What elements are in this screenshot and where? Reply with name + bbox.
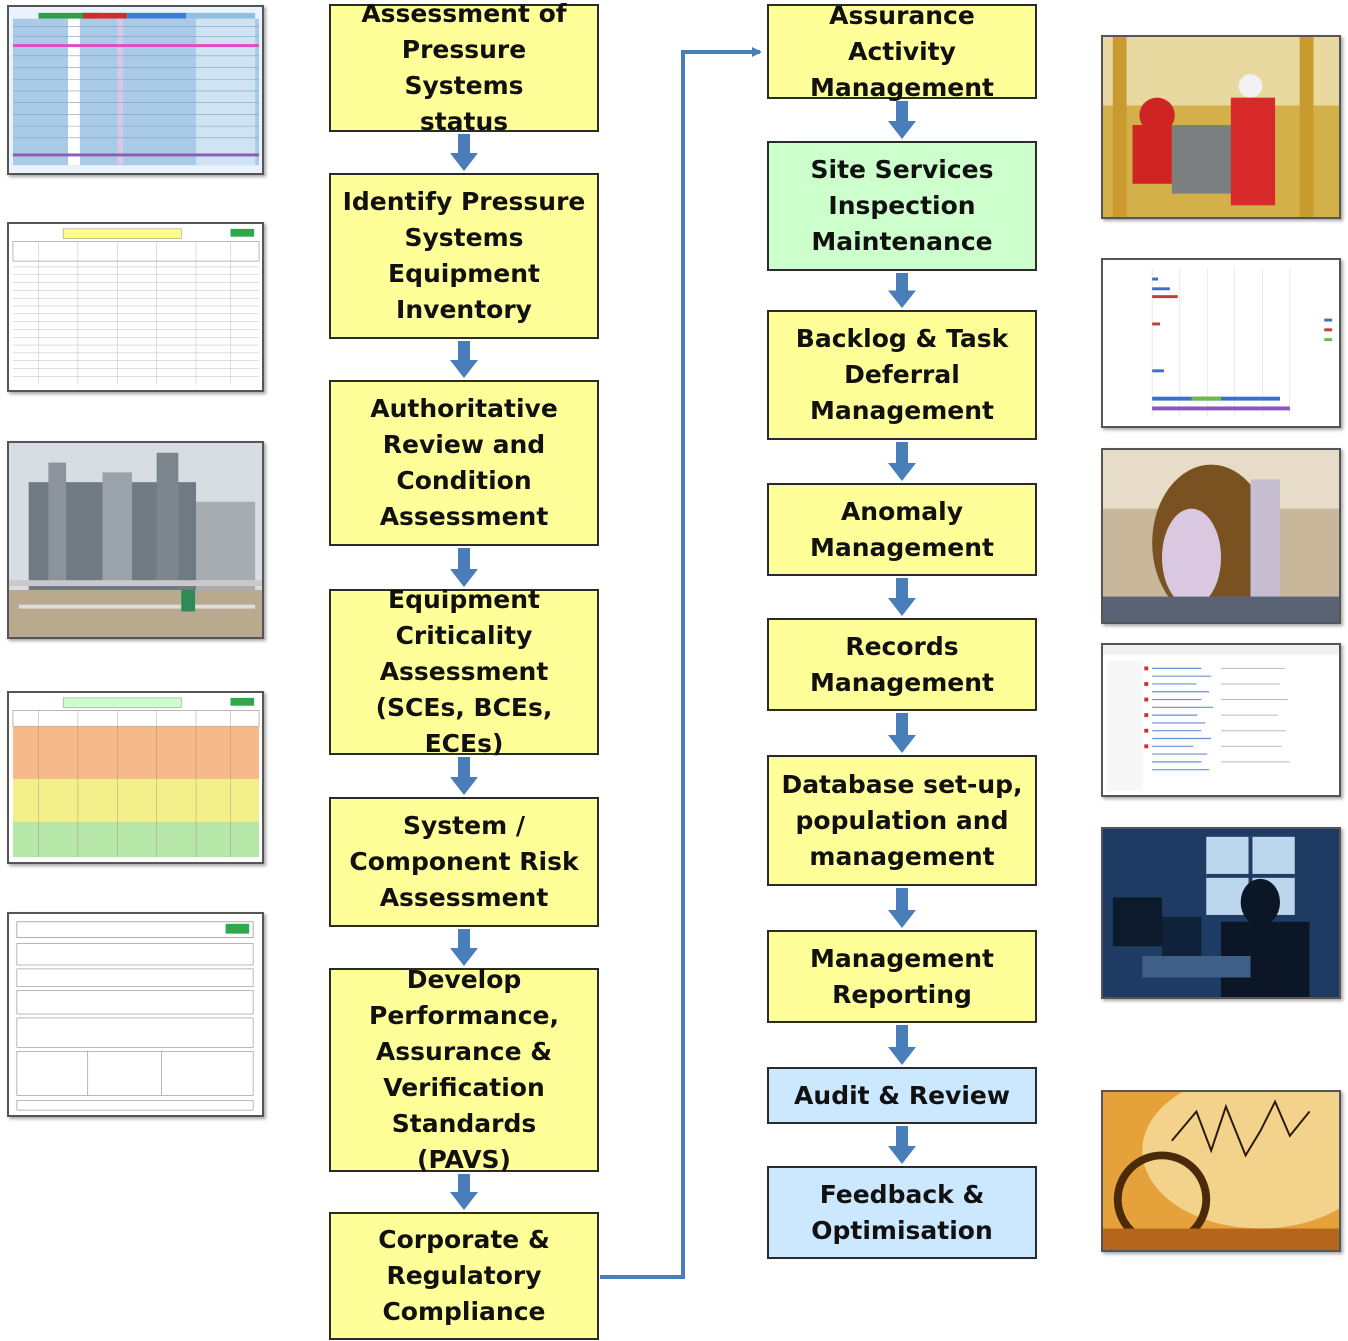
- flow-arrow-down-icon: [888, 101, 916, 139]
- flow-arrow-down-icon: [888, 888, 916, 928]
- flow-arrow-down-icon: [888, 1025, 916, 1065]
- pavs-form-image: [7, 912, 264, 1117]
- step-site-services-inspection-maintenance: Site Services Inspection Maintenance: [767, 141, 1037, 271]
- flow-arrow-down-icon: [888, 442, 916, 481]
- database-screen-image: [1101, 643, 1341, 797]
- spreadsheet-inventory-image: [7, 222, 264, 392]
- flow-arrow-down-icon: [450, 1174, 478, 1210]
- flow-arrow-down-icon: [888, 1126, 916, 1164]
- step-anomaly-management: Anomaly Management: [767, 483, 1037, 576]
- step-records-management: Records Management: [767, 618, 1037, 711]
- plant-photo-image: [7, 441, 264, 639]
- flow-arrow-down-icon: [450, 341, 478, 378]
- flow-arrow-down-icon: [888, 713, 916, 753]
- bar-chart-image: [1101, 258, 1341, 428]
- step-equipment-criticality-assessment: Equipment Criticality Assessment (SCEs, …: [329, 585, 599, 758]
- step-feedback-optimisation: Feedback & Optimisation: [767, 1166, 1037, 1259]
- step-management-reporting: Management Reporting: [767, 930, 1037, 1023]
- flow-arrow-down-icon: [450, 134, 478, 171]
- step-corporate-regulatory-compliance: Corporate & Regulatory Compliance: [329, 1212, 599, 1340]
- flow-arrow-down-icon: [888, 273, 916, 308]
- step-assurance-activity-management: Assurance Activity Management: [767, 1, 1037, 102]
- step-component-risk-assessment: System / Component Risk Assessment: [329, 797, 599, 927]
- step-backlog-task-deferral-management: Backlog & Task Deferral Management: [767, 310, 1037, 440]
- step-database-setup-management: Database set-up, population and manageme…: [767, 755, 1037, 886]
- step-authoritative-review: Authoritative Review and Condition Asses…: [329, 380, 599, 546]
- technicians-photo-image: [1101, 35, 1341, 219]
- flow-arrow-down-icon: [888, 578, 916, 616]
- flow-arrow-down-icon: [450, 929, 478, 966]
- flow-arrow-down-icon: [450, 757, 478, 795]
- spreadsheet-criticality-image: [7, 691, 264, 864]
- spreadsheet-status-image: [7, 5, 264, 175]
- step-develop-pavs: Develop Performance, Assurance & Verific…: [329, 965, 599, 1174]
- step-audit-review: Audit & Review: [767, 1067, 1037, 1124]
- magnifier-chart-photo-image: [1101, 1090, 1341, 1252]
- computer-operator-photo-image: [1101, 827, 1341, 999]
- corrosion-photo-image: [1101, 448, 1341, 624]
- step-assessment-of-pressure-systems-status: Assessment of Pressure Systems status: [329, 0, 599, 136]
- flow-arrow-down-icon: [450, 548, 478, 587]
- step-identify-equipment-inventory: Identify Pressure Systems Equipment Inve…: [329, 173, 599, 339]
